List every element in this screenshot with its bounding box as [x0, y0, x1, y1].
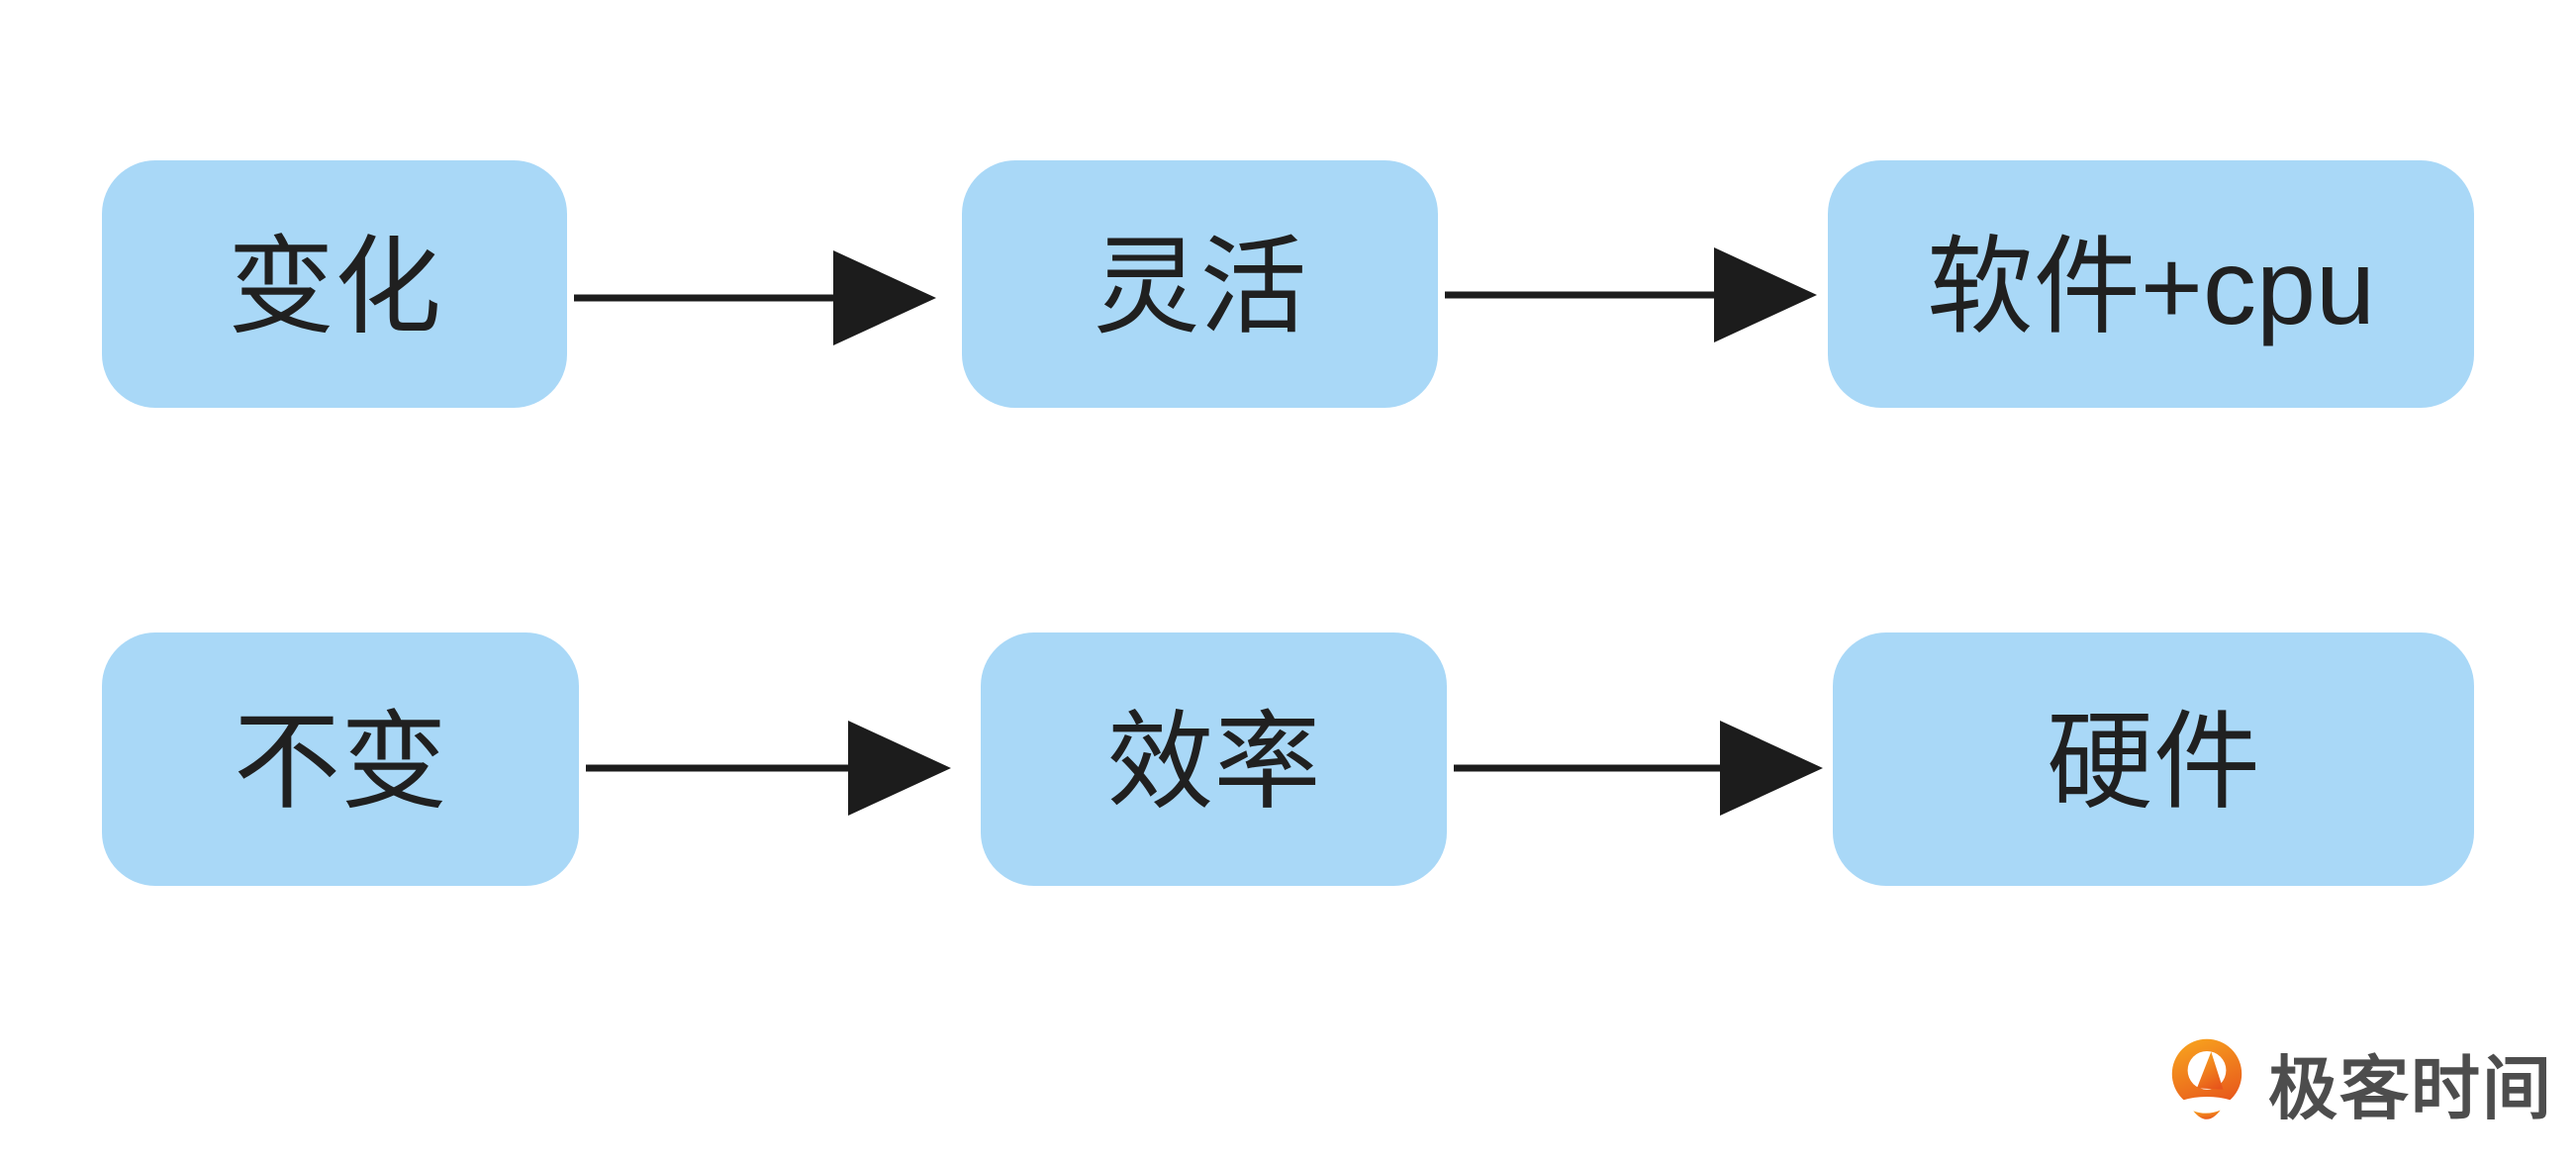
geektime-logo: 极客时间 — [2171, 1033, 2553, 1133]
node-efficiency: 效率 — [981, 632, 1447, 886]
arrow-change-to-flexible-icon — [574, 250, 936, 345]
geektime-logo-text: 极客时间 — [2268, 1050, 2553, 1127]
node-change: 变化 — [102, 160, 567, 408]
node-software-cpu-label: 软件+cpu — [1926, 227, 2376, 346]
node-unchanging-label: 不变 — [233, 702, 447, 822]
arrow-efficiency-to-hardware-icon — [1454, 721, 1823, 816]
node-hardware: 硬件 — [1833, 632, 2474, 886]
node-unchanging: 不变 — [102, 632, 579, 886]
node-change-label: 变化 — [227, 227, 441, 346]
node-efficiency-label: 效率 — [1106, 702, 1321, 822]
arrow-flexible-to-software-icon — [1445, 247, 1817, 342]
node-flexible: 灵活 — [962, 160, 1438, 408]
node-hardware-label: 硬件 — [2046, 702, 2260, 822]
node-flexible-label: 灵活 — [1093, 227, 1307, 346]
geektime-logo-icon — [2171, 1038, 2242, 1119]
node-software-cpu: 软件+cpu — [1828, 160, 2474, 408]
arrow-unchanging-to-efficiency-icon — [586, 721, 951, 816]
